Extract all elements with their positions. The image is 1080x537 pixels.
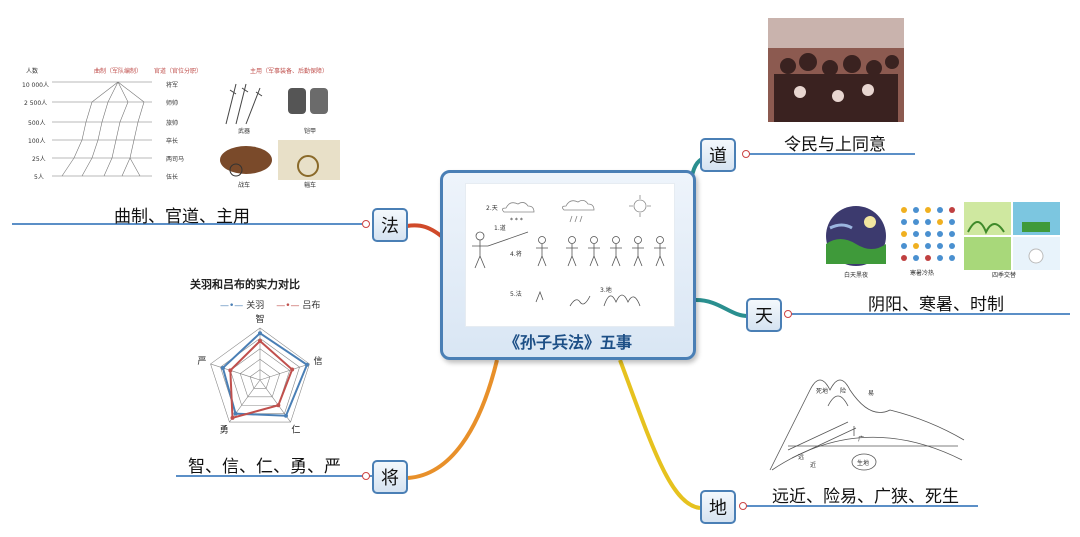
radar-point (230, 415, 235, 420)
radar-axis-label: 严 (197, 356, 206, 367)
topic-di-caption: 远近、险易、广狭、死生 (772, 487, 959, 507)
topic-dao[interactable]: 道 (700, 138, 736, 172)
caption-supply-cart: 辎车 (304, 182, 317, 189)
row-rank: 将军 (166, 82, 179, 89)
topic-tian-caption: 阴阳、寒暑、时制 (868, 295, 1004, 315)
topic-dao-caption: 令民与上同意 (784, 135, 886, 155)
radar-series-line (221, 331, 309, 417)
central-node[interactable]: 2.天 * * * 1.道 4.将 5.法 3.地 (440, 170, 696, 360)
legend-item-series-1: —•— 吕布 (276, 301, 321, 311)
terrain-label-far: 远 (798, 454, 805, 461)
table-header-count: 人数 (26, 68, 39, 75)
topic-jiang-label: 将 (381, 468, 399, 489)
radar-grid-ring (220, 338, 300, 414)
terrain-label-death-ground: 死地 (816, 388, 829, 395)
row-rank: 师帅 (166, 100, 179, 107)
topic-tian[interactable]: 天 (746, 298, 782, 332)
terrain-label-wide: 广 (858, 436, 865, 443)
terrain-label-near: 近 (810, 462, 817, 469)
radar-spoke (210, 363, 261, 381)
radar-series-line (229, 339, 294, 420)
zhu-yong-header: 主用（军事装备、后勤保障） (250, 68, 329, 75)
topic-fa-caption: 曲制、官道、主用 (114, 207, 250, 227)
row-rank: 卒长 (166, 138, 179, 145)
army-hierarchy-table: 人数 曲制（军队编制） 官道（官位分职） 10 000人 将军 2 500人 师… (22, 60, 203, 186)
four-seasons-image: 四季交替 (964, 202, 1060, 279)
caption-weapons: 武器 (238, 128, 251, 135)
crowd-photo (768, 18, 904, 122)
caption-day-night: 白天黑夜 (844, 272, 869, 279)
table-header-guan-dao: 官道（官位分职） (154, 68, 203, 75)
table-header-qu-zhi: 曲制（军队编制） (94, 68, 143, 75)
center-illustration: 2.天 * * * 1.道 4.将 5.法 3.地 (465, 183, 675, 327)
radar-point (233, 411, 238, 416)
weather-icons-grid: 寒暑冷热 (898, 204, 960, 277)
row-count: 10 000人 (22, 82, 49, 89)
chart-title: 关羽和吕布的实力对比 (190, 278, 300, 291)
radar-axis-label: 仁 (291, 423, 300, 435)
radar-axis-label: 勇 (220, 424, 229, 435)
radar-point (258, 339, 262, 343)
terrain-label-dangerous: 险 (840, 388, 847, 395)
equipment-images: 主用（军事装备、后勤保障） 武器 铠甲 战车 辎车 (216, 60, 346, 189)
topic-di-label: 地 (709, 498, 727, 519)
caption-four-seasons: 四季交替 (992, 272, 1017, 279)
radar-point (304, 362, 309, 367)
radar-point (283, 413, 288, 418)
topic-jiang-caption: 智、信、仁、勇、严 (188, 457, 341, 477)
row-rank: 伍长 (166, 174, 179, 181)
terrain-sketch: 死地 险 易 广 远 近 生地 (768, 366, 966, 474)
svg-text:1.道: 1.道 (494, 224, 506, 232)
row-rank: 两司马 (166, 156, 185, 163)
terrain-label-easy: 易 (868, 390, 875, 397)
terrain-label-life-ground: 生地 (857, 460, 870, 467)
radar-spoke (229, 379, 261, 423)
topic-dao-label: 道 (709, 146, 727, 167)
caption-chariot: 战车 (238, 182, 251, 189)
radar-point (220, 365, 225, 370)
svg-text:2.天: 2.天 (486, 205, 498, 212)
row-count: 100人 (28, 138, 46, 145)
radar-point (290, 367, 295, 372)
caption-cold-heat: 寒暑冷热 (910, 270, 935, 277)
radar-chart: 智信仁 勇 严 (197, 313, 323, 435)
day-night-image: 白天黑夜 (820, 204, 892, 279)
radar-point (276, 403, 281, 408)
svg-text:* * *: * * * (510, 217, 523, 224)
radar-axis-label: 智 (255, 313, 264, 325)
row-count: 2 500人 (24, 100, 48, 107)
radar-grid-ring (249, 369, 271, 389)
svg-text:5.法: 5.法 (510, 290, 522, 298)
radar-axis-label: 信 (314, 355, 323, 367)
chart-legend: —•— 关羽 —•— 吕布 (220, 298, 320, 311)
svg-text:3.地: 3.地 (600, 286, 612, 294)
topic-jiang[interactable]: 将 (372, 460, 408, 494)
radar-point (258, 331, 262, 336)
topic-di[interactable]: 地 (700, 490, 736, 524)
radar-spoke (259, 363, 310, 381)
legend-item-series-0: —•— 关羽 (220, 301, 265, 311)
radar-grid-ring (210, 327, 310, 423)
radar-point (228, 368, 233, 373)
radar-chart-panel: 关羽和吕布的实力对比 —•— 关羽 —•— 吕布 智信仁 勇 严 (180, 272, 370, 442)
row-count: 5人 (34, 174, 44, 181)
topic-fa-label: 法 (381, 216, 399, 237)
caption-armor: 铠甲 (304, 128, 317, 135)
radar-grid-ring (239, 358, 281, 398)
row-rank: 旅帅 (166, 120, 179, 127)
row-count: 25人 (32, 156, 46, 163)
svg-text:4.将: 4.将 (510, 250, 522, 258)
central-title: 《孙子兵法》五事 (503, 333, 632, 352)
topic-fa[interactable]: 法 (372, 208, 408, 242)
row-count: 500人 (28, 120, 46, 127)
topic-tian-label: 天 (755, 306, 773, 327)
